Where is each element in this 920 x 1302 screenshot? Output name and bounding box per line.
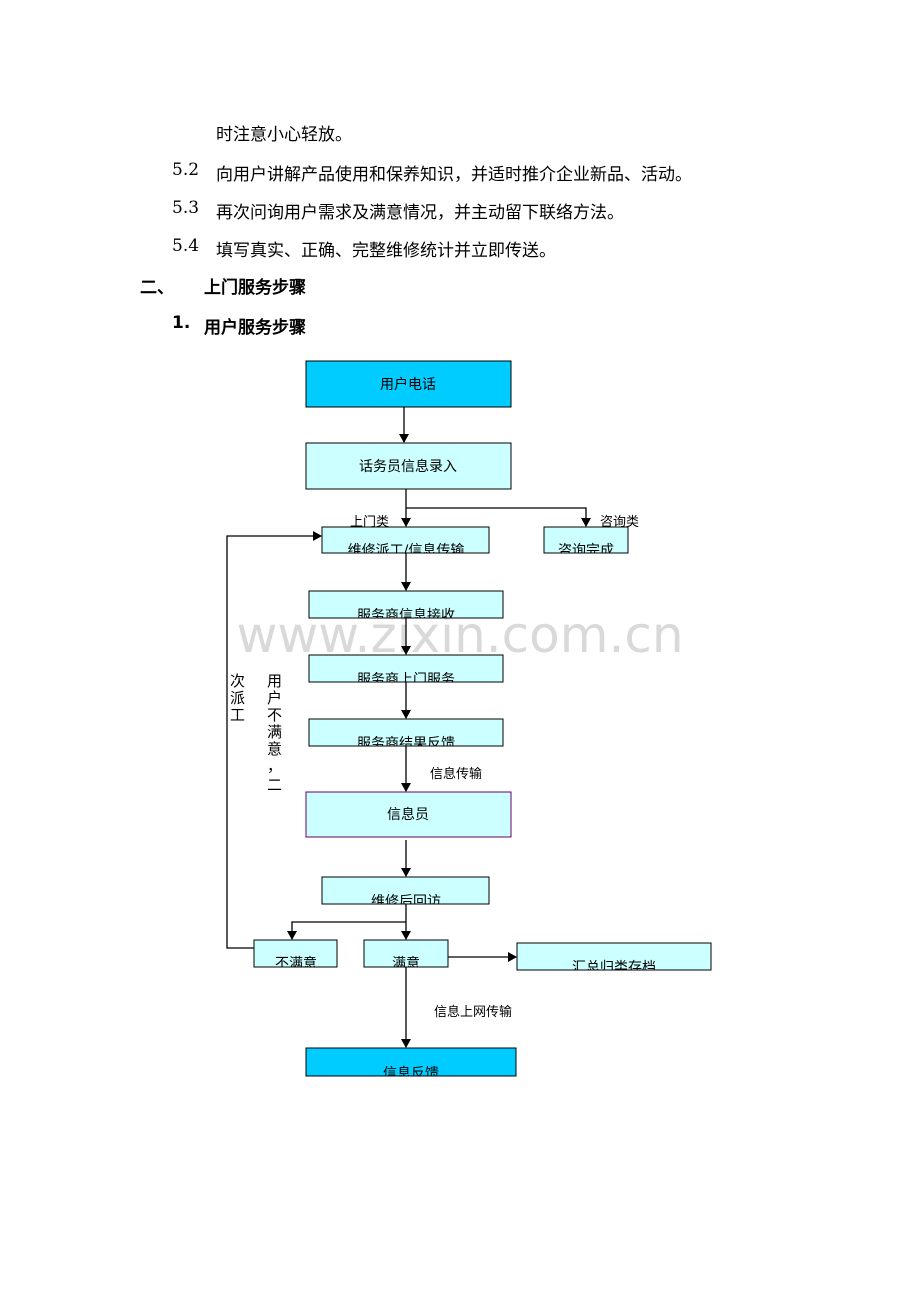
dispatch-label: 维修派工/信息传输: [348, 542, 465, 559]
archive-label: 汇总归类存档: [572, 959, 656, 976]
section-title: 上门服务步骤: [204, 278, 306, 298]
revisit-box: [321, 876, 490, 905]
provider-feedback-label: 服务商结果反馈: [357, 736, 455, 752]
online-transfer-label: 信息上网传输: [434, 1004, 512, 1020]
satisfied-box: [363, 939, 449, 968]
loop-label-left: 次 派 工: [230, 672, 245, 724]
info-staff-label: 信息员: [387, 806, 429, 823]
branch-consult-label: 咨询类: [600, 515, 639, 530]
provider-receive-box: [308, 590, 504, 619]
item-number-5-4: 5.4: [172, 236, 200, 256]
paragraph-continuation: 时注意小心轻放。: [216, 125, 352, 145]
loop-label-right-char: 二: [267, 776, 282, 794]
subsection-title: 用户服务步骤: [204, 318, 306, 338]
item-number-5-2: 5.2: [172, 160, 200, 180]
consult-done-label: 咨询完成: [558, 543, 614, 559]
loop-label-right-char: 意: [267, 740, 282, 758]
satisfied-label: 满意: [392, 955, 420, 972]
loop-label-right-char: ，: [267, 757, 282, 775]
phone-box: [305, 360, 512, 408]
loop-label-left-char: 派: [230, 689, 245, 707]
info-feedback-label: 信息反馈: [383, 1065, 439, 1082]
subsection-number: 1.: [172, 313, 191, 333]
section-number: 二、: [140, 278, 174, 298]
loop-label-right-char: 满: [267, 723, 282, 741]
phone-label: 用户电话: [380, 376, 436, 393]
loop-label-left-char: 次: [230, 672, 245, 690]
entry-label: 话务员信息录入: [359, 458, 457, 475]
entry-box: [305, 442, 512, 490]
unsatisfied-box: [253, 939, 338, 968]
loop-label-right-char: 用: [267, 672, 282, 690]
provider-receive-label: 服务商信息接收: [357, 607, 455, 624]
arrow-revisit-unsatisfied: [287, 921, 406, 940]
item-text-5-4: 填写真实、正确、完整维修统计并立即传送。: [216, 241, 556, 261]
loop-label-left-char: 工: [230, 706, 245, 724]
provider-visit-box: [308, 654, 504, 683]
branch-onsite-label: 上门类: [350, 515, 389, 530]
archive-box: [516, 942, 712, 971]
loop-label-right-char: 不: [267, 706, 282, 724]
item-text-5-3: 再次问询用户需求及满意情况，并主动留下联络方法。: [216, 203, 624, 223]
item-number-5-3: 5.3: [172, 198, 200, 218]
info-feedback-box: [305, 1047, 517, 1077]
arrow-entry-consult: [406, 507, 591, 527]
loop-label-right-char: 户: [267, 689, 282, 707]
item-text-5-2: 向用户讲解产品使用和保养知识，并适时推介企业新品、活动。: [216, 165, 692, 185]
arrow-redispatch-loop: [226, 531, 322, 949]
provider-feedback-box: [308, 718, 504, 747]
unsatisfied-label: 不满意: [275, 955, 317, 972]
info-staff-box: [305, 791, 512, 838]
loop-label-right: 用 户 不 满 意 ， 二: [267, 672, 282, 794]
dispatch-box: [321, 526, 490, 554]
info-transfer-label: 信息传输: [430, 766, 482, 782]
provider-visit-label: 服务商上门服务: [357, 672, 455, 688]
consult-done-box: [543, 526, 629, 554]
revisit-label: 维修后回访: [371, 894, 441, 910]
